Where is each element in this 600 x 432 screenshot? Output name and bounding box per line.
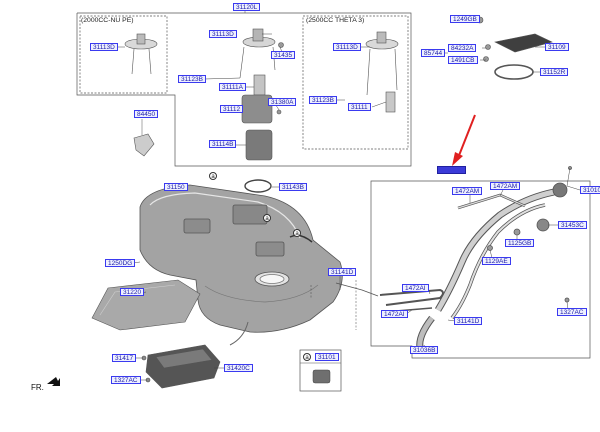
pump-assembly-center: [239, 28, 284, 161]
part-label[interactable]: 84450: [134, 110, 159, 118]
callout-a-marker: a: [263, 214, 271, 222]
pump-flange-left: [124, 33, 158, 75]
part-label[interactable]: 31113D: [90, 43, 118, 51]
fuel-tank: [139, 184, 343, 333]
part-label[interactable]: 31109: [545, 43, 569, 51]
part-label[interactable]: 31143B: [279, 183, 307, 191]
part-label[interactable]: 1472AI: [381, 310, 408, 318]
part-label[interactable]: 31141D: [328, 268, 357, 276]
part-label[interactable]: 1249GB: [450, 15, 480, 23]
part-label[interactable]: 1327AC: [557, 308, 587, 316]
fuel-pump-module-frame: [76, 12, 412, 167]
part-label[interactable]: 1250DG: [105, 259, 136, 267]
part-label[interactable]: 31120L: [233, 3, 261, 11]
variant-label-left: (2000CC-NU PE): [81, 17, 134, 24]
front-direction-label: FR.: [31, 383, 44, 392]
part-label[interactable]: 84232A: [448, 44, 477, 52]
part-label[interactable]: 1472AM: [452, 187, 483, 195]
front-direction-arrow: [47, 377, 60, 386]
part-label[interactable]: 1491CB: [448, 56, 478, 64]
part-label[interactable]: 31152R: [540, 68, 569, 76]
part-label[interactable]: 1472AI: [402, 284, 429, 292]
part-label[interactable]: 31010: [580, 186, 600, 194]
part-label[interactable]: 31036B: [410, 346, 439, 354]
part-label[interactable]: 31123B: [309, 96, 337, 104]
pump-leader-lines: [117, 9, 387, 146]
tank-skid-plate: [91, 279, 201, 331]
filler-neck-pipes: [379, 166, 572, 349]
part-label[interactable]: 31420C: [224, 364, 253, 372]
inset-callout-a: a: [303, 353, 311, 361]
part-label[interactable]: 31113D: [333, 43, 361, 51]
part-label[interactable]: 31111: [348, 103, 371, 111]
part-label[interactable]: 31417: [112, 354, 137, 362]
part-label[interactable]: 1327AC: [111, 376, 141, 384]
part-label[interactable]: 1129AE: [482, 257, 511, 265]
red-pointer-arrow: [452, 114, 476, 166]
part-label[interactable]: 31101: [315, 353, 339, 361]
sensor-bracket: [133, 119, 155, 157]
part-label[interactable]: 31150: [164, 183, 188, 191]
pump-flange-right: [365, 31, 399, 113]
canister: [141, 344, 221, 389]
part-label[interactable]: 85744: [421, 49, 446, 57]
part-label[interactable]: 31113D: [209, 30, 237, 38]
part-label[interactable]: 31123B: [178, 75, 206, 83]
filler-neck-frame: [370, 180, 591, 359]
callout-a-marker: a: [293, 229, 301, 237]
part-label[interactable]: 31111A: [219, 83, 246, 91]
part-label[interactable]: 31380A: [268, 98, 297, 106]
variant-label-right: (2500CC THETA 3): [306, 17, 365, 24]
part-label[interactable]: 31453C: [558, 221, 587, 229]
part-label[interactable]: 31220: [120, 288, 145, 296]
part-label[interactable]: 31141D: [454, 317, 483, 325]
part-label[interactable]: 31114B: [209, 140, 237, 148]
part-label[interactable]: 31435: [271, 51, 296, 59]
part-label[interactable]: 31112: [220, 105, 244, 113]
part-label[interactable]: 1125GB: [505, 239, 535, 247]
part-label[interactable]: 1472AM: [490, 182, 521, 190]
tank-fill-ring: [244, 179, 272, 193]
part-label-highlighted[interactable]: 31030D: [437, 166, 466, 174]
callout-a-marker: a: [209, 172, 217, 180]
